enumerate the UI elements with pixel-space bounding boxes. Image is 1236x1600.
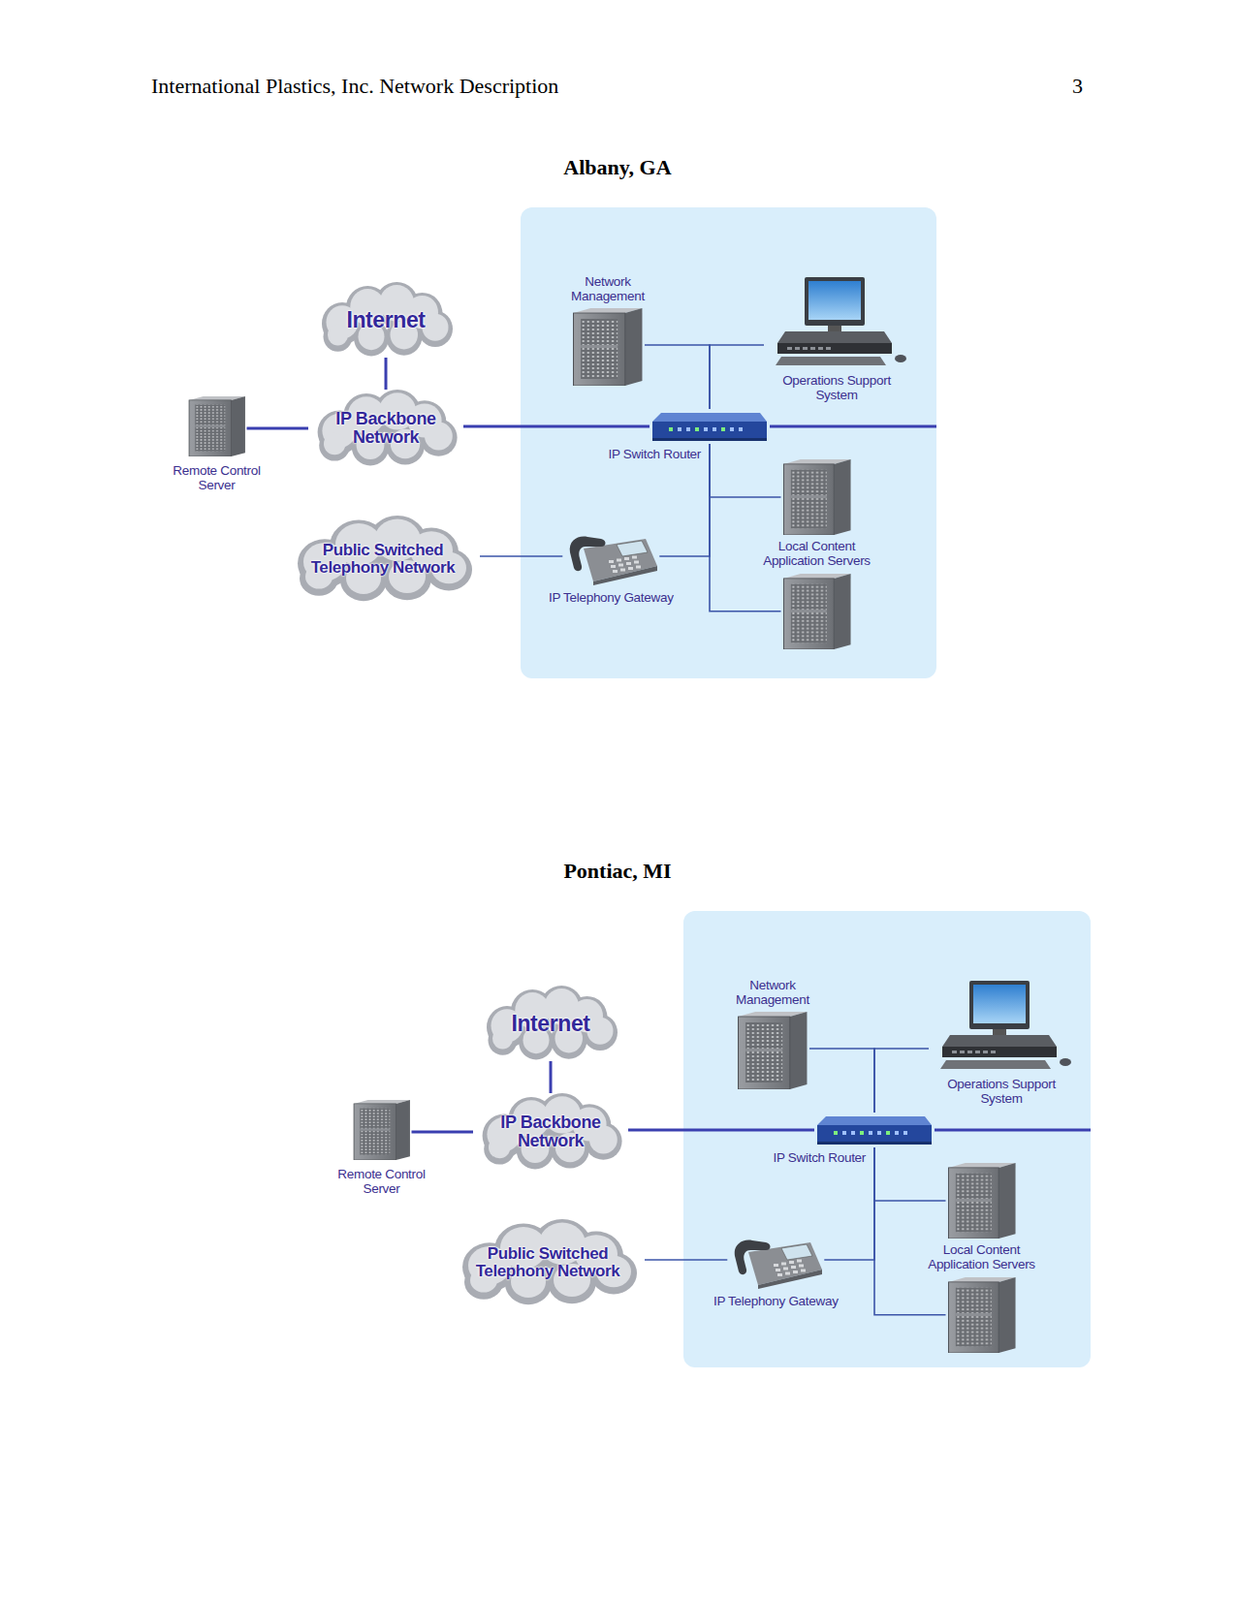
server-node: Network Management <box>728 979 817 1090</box>
backbone-line <box>384 357 388 390</box>
backbone-line <box>463 425 650 429</box>
server-group: Local Content Application Servers <box>751 459 883 650</box>
server-icon <box>187 396 248 457</box>
node-label: Public Switched Telephony Network <box>450 1245 645 1281</box>
network-cloud: Public Switched Telephony Network <box>285 515 480 603</box>
site-heading: Pontiac, MI <box>423 858 812 885</box>
server-icon <box>946 1277 1018 1354</box>
router-icon <box>649 409 770 444</box>
node-label: IP Switch Router <box>608 447 702 463</box>
link-line <box>644 345 710 410</box>
network-cloud: IP Backbone Network <box>308 389 464 468</box>
workstation-node: Operations Support System <box>928 979 1075 1108</box>
backbone-line <box>412 1131 475 1135</box>
link-line <box>709 345 764 410</box>
branch-line <box>874 1147 947 1316</box>
network-cloud: Internet <box>313 282 459 358</box>
node-label: IP Backbone Network <box>473 1113 629 1151</box>
node-label: Public Switched Telephony Network <box>285 541 480 577</box>
server-node: Network Management <box>564 275 652 386</box>
gateway-node: IP Telephony Gateway <box>548 527 674 606</box>
node-label: Internet <box>336 308 435 332</box>
link-line <box>809 1048 875 1113</box>
router-icon <box>814 1112 935 1148</box>
link-line <box>644 1259 728 1262</box>
computer-icon <box>763 275 910 369</box>
node-label: IP Telephony Gateway <box>548 591 674 606</box>
site-panel <box>683 911 1091 1368</box>
computer-icon <box>928 979 1075 1073</box>
server-node: Remote Control Server <box>330 1100 433 1198</box>
node-label: Internet <box>501 1012 600 1036</box>
node-label: Operations Support System <box>768 374 905 404</box>
node-label: Local Content Application Servers <box>916 1243 1047 1273</box>
node-label: Local Content Application Servers <box>751 539 883 570</box>
backbone-line <box>549 1061 553 1094</box>
node-label: Network Management <box>564 275 652 305</box>
router-node: IP Switch Router <box>814 1112 935 1148</box>
link-line <box>709 443 782 498</box>
server-icon <box>735 1012 810 1090</box>
server-icon <box>570 308 645 386</box>
server-icon <box>351 1100 412 1161</box>
network-cloud: Internet <box>477 985 624 1062</box>
router-node: IP Switch Router <box>649 409 770 444</box>
network-cloud: Public Switched Telephony Network <box>450 1219 645 1307</box>
gateway-node: IP Telephony Gateway <box>713 1231 839 1310</box>
running-head: International Plastics, Inc. Network Des… <box>151 73 559 99</box>
network-cloud: IP Backbone Network <box>473 1093 629 1172</box>
backbone-line <box>628 1129 815 1133</box>
workstation-node: Operations Support System <box>763 275 910 404</box>
phone-icon <box>727 1231 824 1290</box>
backbone-line <box>247 427 310 431</box>
link-line <box>874 1147 947 1202</box>
server-node: Remote Control Server <box>165 396 268 494</box>
server-icon <box>781 573 854 650</box>
node-label: IP Switch Router <box>773 1151 867 1167</box>
phone-icon <box>562 527 660 586</box>
node-label: Remote Control Server <box>330 1168 433 1198</box>
router-uplink <box>934 1129 1091 1133</box>
node-label: Operations Support System <box>933 1077 1070 1108</box>
branch-line <box>709 443 782 612</box>
link-line <box>479 555 563 558</box>
site-heading: Albany, GA <box>423 155 812 181</box>
node-label: IP Backbone Network <box>308 410 464 447</box>
server-icon <box>946 1163 1018 1239</box>
node-label: Network Management <box>728 979 817 1009</box>
link-line <box>874 1048 929 1113</box>
node-label: IP Telephony Gateway <box>713 1295 839 1310</box>
server-icon <box>781 459 854 536</box>
page-number: 3 <box>1072 73 1083 99</box>
site-panel <box>520 207 937 679</box>
router-uplink <box>769 425 937 429</box>
node-label: Remote Control Server <box>165 464 268 494</box>
server-group: Local Content Application Servers <box>916 1163 1047 1354</box>
